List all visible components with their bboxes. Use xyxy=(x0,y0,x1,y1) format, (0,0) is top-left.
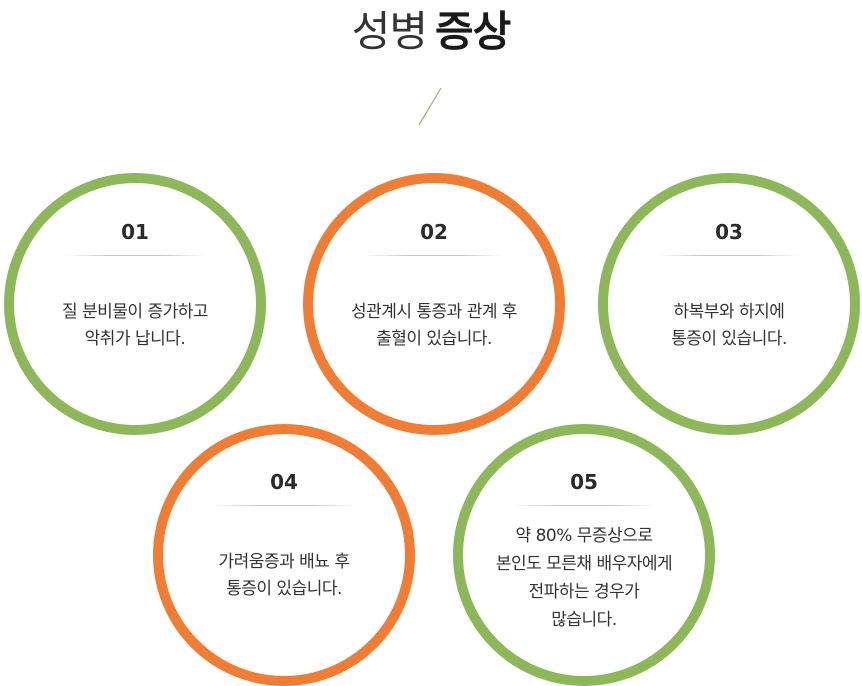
symptom-circle-03: 03 하복부와 하지에 통증이 있습니다. xyxy=(598,173,860,435)
symptom-line: 본인도 모른채 배우자에게 xyxy=(495,554,673,574)
symptom-line: 통증이 있습니다. xyxy=(671,329,787,349)
symptom-line: 전파하는 경우가 xyxy=(528,582,640,602)
page-title-light: 성병 xyxy=(351,7,428,56)
symptom-number: 03 xyxy=(715,220,743,244)
symptom-number: 05 xyxy=(570,470,598,494)
symptom-divider xyxy=(364,255,504,256)
symptom-line: 질 분비물이 증가하고 xyxy=(61,302,209,322)
symptom-line: 많습니다. xyxy=(551,610,617,630)
symptom-circle-04: 04 가려움증과 배뇨 후 통증이 있습니다. xyxy=(153,424,415,686)
symptom-circle-05: 05 약 80% 무증상으로 본인도 모른채 배우자에게 전파하는 경우가 많습… xyxy=(453,424,715,686)
symptom-circle-02: 02 성관계시 통증과 관계 후 출혈이 있습니다. xyxy=(303,173,565,435)
symptom-description: 성관계시 통증과 관계 후 출혈이 있습니다. xyxy=(323,299,545,353)
symptom-description: 하복부와 하지에 통증이 있습니다. xyxy=(618,299,840,353)
symptom-circle-01: 01 질 분비물이 증가하고 악취가 납니다. xyxy=(4,173,266,435)
symptom-number: 01 xyxy=(121,220,149,244)
symptom-line: 하복부와 하지에 xyxy=(673,302,785,322)
symptom-line: 가려움증과 배뇨 후 xyxy=(218,552,350,572)
symptom-line: 성관계시 통증과 관계 후 xyxy=(350,302,518,322)
symptom-line: 악취가 납니다. xyxy=(84,329,186,349)
symptom-divider xyxy=(65,255,205,256)
symptom-line: 통증이 있습니다. xyxy=(226,579,342,599)
symptom-divider xyxy=(514,505,654,506)
symptom-divider xyxy=(214,505,354,506)
symptom-line: 출혈이 있습니다. xyxy=(376,329,492,349)
page-title-bold: 증상 xyxy=(435,7,511,56)
symptom-line: 약 80% 무증상으로 xyxy=(515,526,653,546)
symptom-description: 가려움증과 배뇨 후 통증이 있습니다. xyxy=(173,549,395,603)
symptom-description: 질 분비물이 증가하고 악취가 납니다. xyxy=(24,299,246,353)
symptom-description: 약 80% 무증상으로 본인도 모른채 배우자에게 전파하는 경우가 많습니다. xyxy=(473,522,695,634)
symptom-number: 02 xyxy=(420,220,448,244)
symptom-number: 04 xyxy=(270,470,298,494)
symptom-divider xyxy=(659,255,799,256)
